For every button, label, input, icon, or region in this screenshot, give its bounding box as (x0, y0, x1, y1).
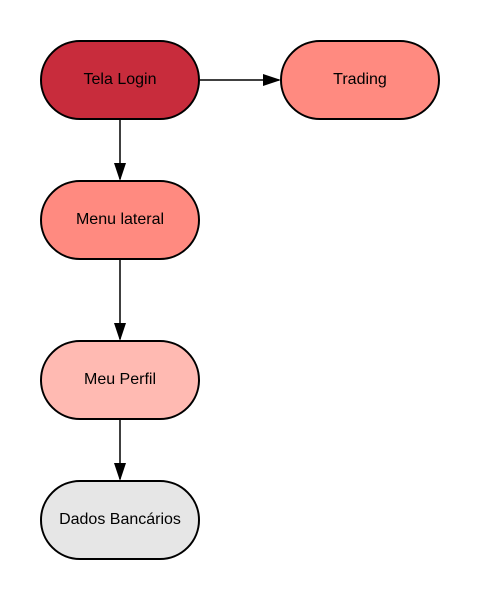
node-tela-login-label: Tela Login (83, 71, 157, 88)
node-menu-lateral[interactable]: Menu lateral (40, 180, 200, 260)
node-menu-lateral-label: Menu lateral (75, 211, 165, 228)
node-dados-bancarios-label: Dados Bancários (59, 511, 181, 528)
node-meu-perfil[interactable]: Meu Perfil (40, 340, 200, 420)
node-meu-perfil-label: Meu Perfil (83, 371, 157, 388)
node-dados-bancarios[interactable]: Dados Bancários (40, 480, 200, 560)
node-trading-label: Trading (333, 71, 387, 88)
node-tela-login[interactable]: Tela Login (40, 40, 200, 120)
node-trading[interactable]: Trading (280, 40, 440, 120)
